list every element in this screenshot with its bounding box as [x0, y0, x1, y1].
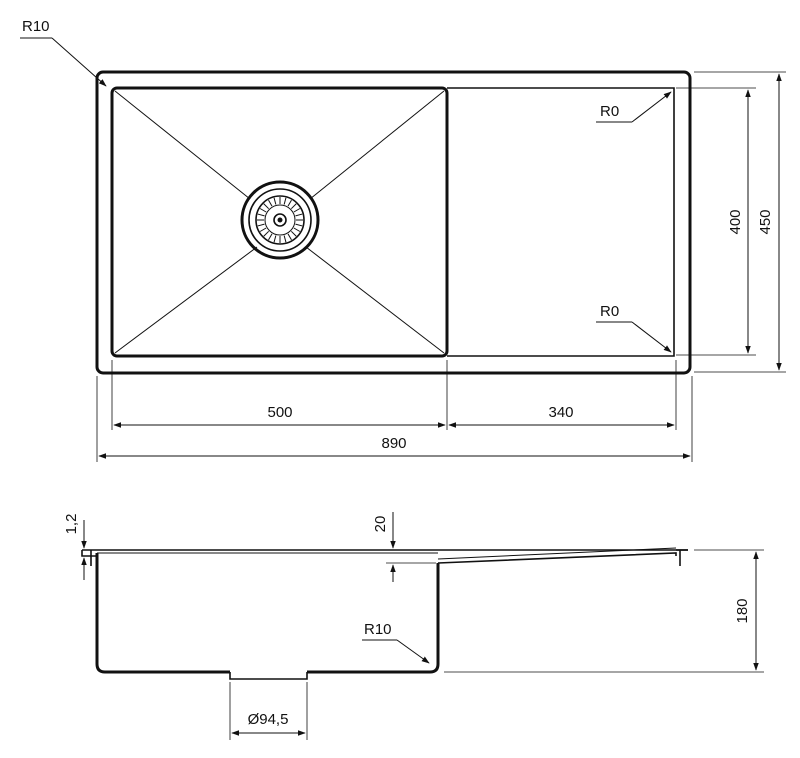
drain-strainer-icon — [240, 180, 320, 260]
strainer-spoke — [273, 197, 277, 205]
strainer-spoke — [268, 199, 273, 207]
sink-outer-outline — [95, 70, 692, 375]
strainer-spoke — [273, 235, 277, 243]
strainer-spoke — [257, 213, 265, 217]
strainer-spoke — [257, 223, 265, 227]
strainer-spoke — [295, 213, 303, 217]
drain-diameter-dimension: Ø94,5 — [229, 682, 308, 740]
drainboard-width-label: 340 — [548, 404, 573, 421]
side-view: 1,2 20 180 R10 Ø94,5 — [63, 512, 764, 740]
strainer-spoke — [293, 208, 301, 213]
strainer-spoke — [283, 197, 287, 205]
depth-dimensions: 400 450 — [676, 71, 786, 373]
drainboard-bottom-radius-label: R0 — [600, 303, 619, 320]
width-dimensions: 500 340 890 — [96, 360, 693, 462]
outer-radius-label: R10 — [22, 18, 50, 35]
inner-depth-label: 400 — [727, 209, 744, 234]
bowl-profile — [95, 553, 440, 674]
drainboard-top-radius-callout: R0 — [596, 91, 672, 123]
strainer-spoke — [268, 233, 273, 241]
strainer-spoke — [295, 223, 303, 227]
bowl-radius-callout: R10 — [362, 621, 430, 664]
top-view: R10 R0 R0 400 450 — [20, 18, 786, 462]
strainer-spoke — [263, 230, 270, 237]
bowl-radius-label: R10 — [364, 621, 392, 638]
overall-depth-label: 450 — [757, 209, 774, 234]
bowl-depth-dimension: 180 — [444, 549, 764, 673]
drainboard-top-radius-label: R0 — [600, 103, 619, 120]
strainer-spoke — [283, 235, 287, 243]
drainboard-step-dimension: 20 — [372, 512, 436, 582]
drain-diameter-label: Ø94,5 — [248, 711, 289, 728]
strainer-spoke — [259, 208, 267, 213]
drain-outlet-profile — [229, 672, 308, 680]
strainer-spoke — [259, 227, 267, 232]
drainboard-step-label: 20 — [372, 516, 389, 533]
strainer-spoke — [293, 227, 301, 232]
bowl-slope-lines — [114, 90, 445, 354]
drainboard-profile — [437, 552, 677, 564]
strainer-spoke — [290, 230, 297, 237]
bowl-width-label: 500 — [267, 404, 292, 421]
strainer-spoke — [290, 203, 297, 210]
drainboard-outline — [447, 87, 675, 357]
strainer-spoke — [287, 199, 292, 207]
overall-width-label: 890 — [381, 435, 406, 452]
strainer-spoke — [287, 233, 292, 241]
drainboard-bottom-radius-callout: R0 — [596, 303, 672, 353]
bowl-outline — [110, 86, 449, 358]
rim-thickness-dimension: 1,2 — [63, 514, 87, 580]
rim-thickness-label: 1,2 — [63, 514, 80, 535]
bowl-depth-label: 180 — [734, 598, 751, 623]
outer-radius-callout: R10 — [20, 18, 107, 87]
strainer-spoke — [263, 203, 270, 210]
